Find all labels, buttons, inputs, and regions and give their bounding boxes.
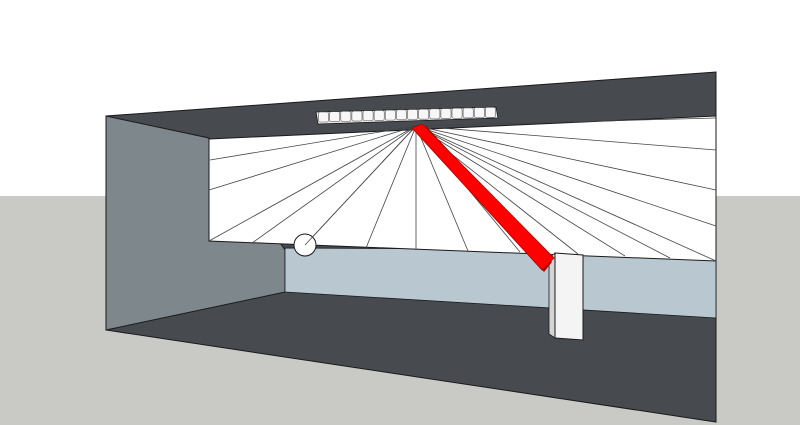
fan-ray xyxy=(208,125,417,242)
fan-ray xyxy=(415,125,717,227)
light-fixture-segment xyxy=(462,107,474,119)
receiver-pillar-side xyxy=(548,252,556,339)
light-fixture-segment xyxy=(318,111,329,123)
light-fixture-segment xyxy=(429,108,441,120)
light-fixture-segment xyxy=(440,108,452,119)
light-fixture-segment xyxy=(351,110,363,122)
light-fixture-segment xyxy=(384,109,396,121)
light-fixture-segment xyxy=(451,107,463,119)
fan-rays xyxy=(208,117,717,262)
red-beam xyxy=(411,123,555,271)
fan-ray xyxy=(415,125,717,151)
target-ray xyxy=(304,125,417,246)
light-fixture-segment xyxy=(329,111,341,122)
fan-ray xyxy=(208,125,417,191)
fan-ray xyxy=(415,117,717,127)
fan-ray xyxy=(415,125,717,191)
fan-ray xyxy=(415,125,469,252)
fan-ray xyxy=(209,125,417,161)
light-fixture-segment xyxy=(418,108,430,120)
fan-ray xyxy=(415,125,671,259)
light-fixture-segment xyxy=(396,109,407,121)
light-fixture-segment xyxy=(473,107,485,118)
receiver-pillar xyxy=(554,252,584,341)
projection-panel xyxy=(208,115,717,262)
fan-ray xyxy=(415,125,717,262)
light-fixture-segment xyxy=(407,109,418,120)
ceiling-light-fixture xyxy=(315,106,499,125)
fan-ray xyxy=(365,125,417,249)
fan-ray xyxy=(415,125,626,257)
light-fixture-segment xyxy=(362,110,374,122)
light-fixture-segment xyxy=(340,111,352,122)
light-fixture-segment xyxy=(373,110,385,121)
fan-ray xyxy=(251,125,417,244)
light-fixture-segment xyxy=(485,107,496,118)
